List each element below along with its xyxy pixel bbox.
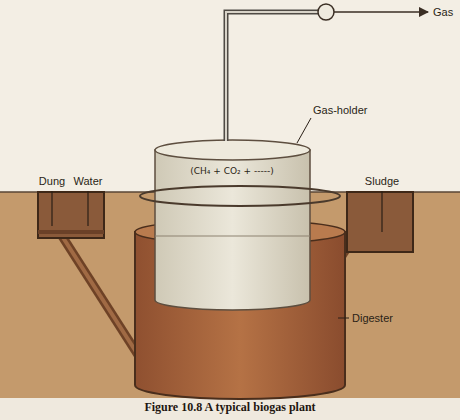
gas-label: Gas: [433, 6, 453, 18]
gas-pipe: [226, 12, 318, 141]
gas-holder-label: Gas-holder: [313, 104, 367, 116]
gas-mixture-label: (CH₄ + CO₂ + -----): [190, 167, 273, 177]
sludge-label: Sludge: [365, 175, 399, 187]
gas-pipe-inner: [226, 12, 318, 141]
gas-holder-drum: [155, 150, 310, 310]
sludge-leader: [381, 191, 382, 232]
dung-label: Dung: [39, 175, 65, 187]
inlet-tank: [38, 192, 104, 238]
outlet-tank: [347, 192, 413, 252]
dung-leader: [51, 191, 52, 226]
inlet-pipe: [62, 236, 140, 358]
slurry-level: [155, 236, 310, 237]
digester-label: Digester: [352, 312, 393, 324]
inlet-tank-floor: [38, 230, 104, 234]
digester-leader: [338, 318, 349, 319]
gas-valve: [318, 4, 334, 20]
water-label: Water: [74, 175, 103, 187]
gas-outlet-arrow: [334, 11, 428, 13]
water-leader: [87, 191, 88, 226]
inlet-pipe-inner: [62, 236, 140, 358]
gas-holder-leader: [297, 118, 311, 143]
figure-caption: Figure 10.8 A typical biogas plant: [0, 400, 460, 415]
guide-collar: [140, 186, 340, 206]
gas-holder-top: [155, 140, 310, 160]
caption-band: [0, 398, 460, 420]
